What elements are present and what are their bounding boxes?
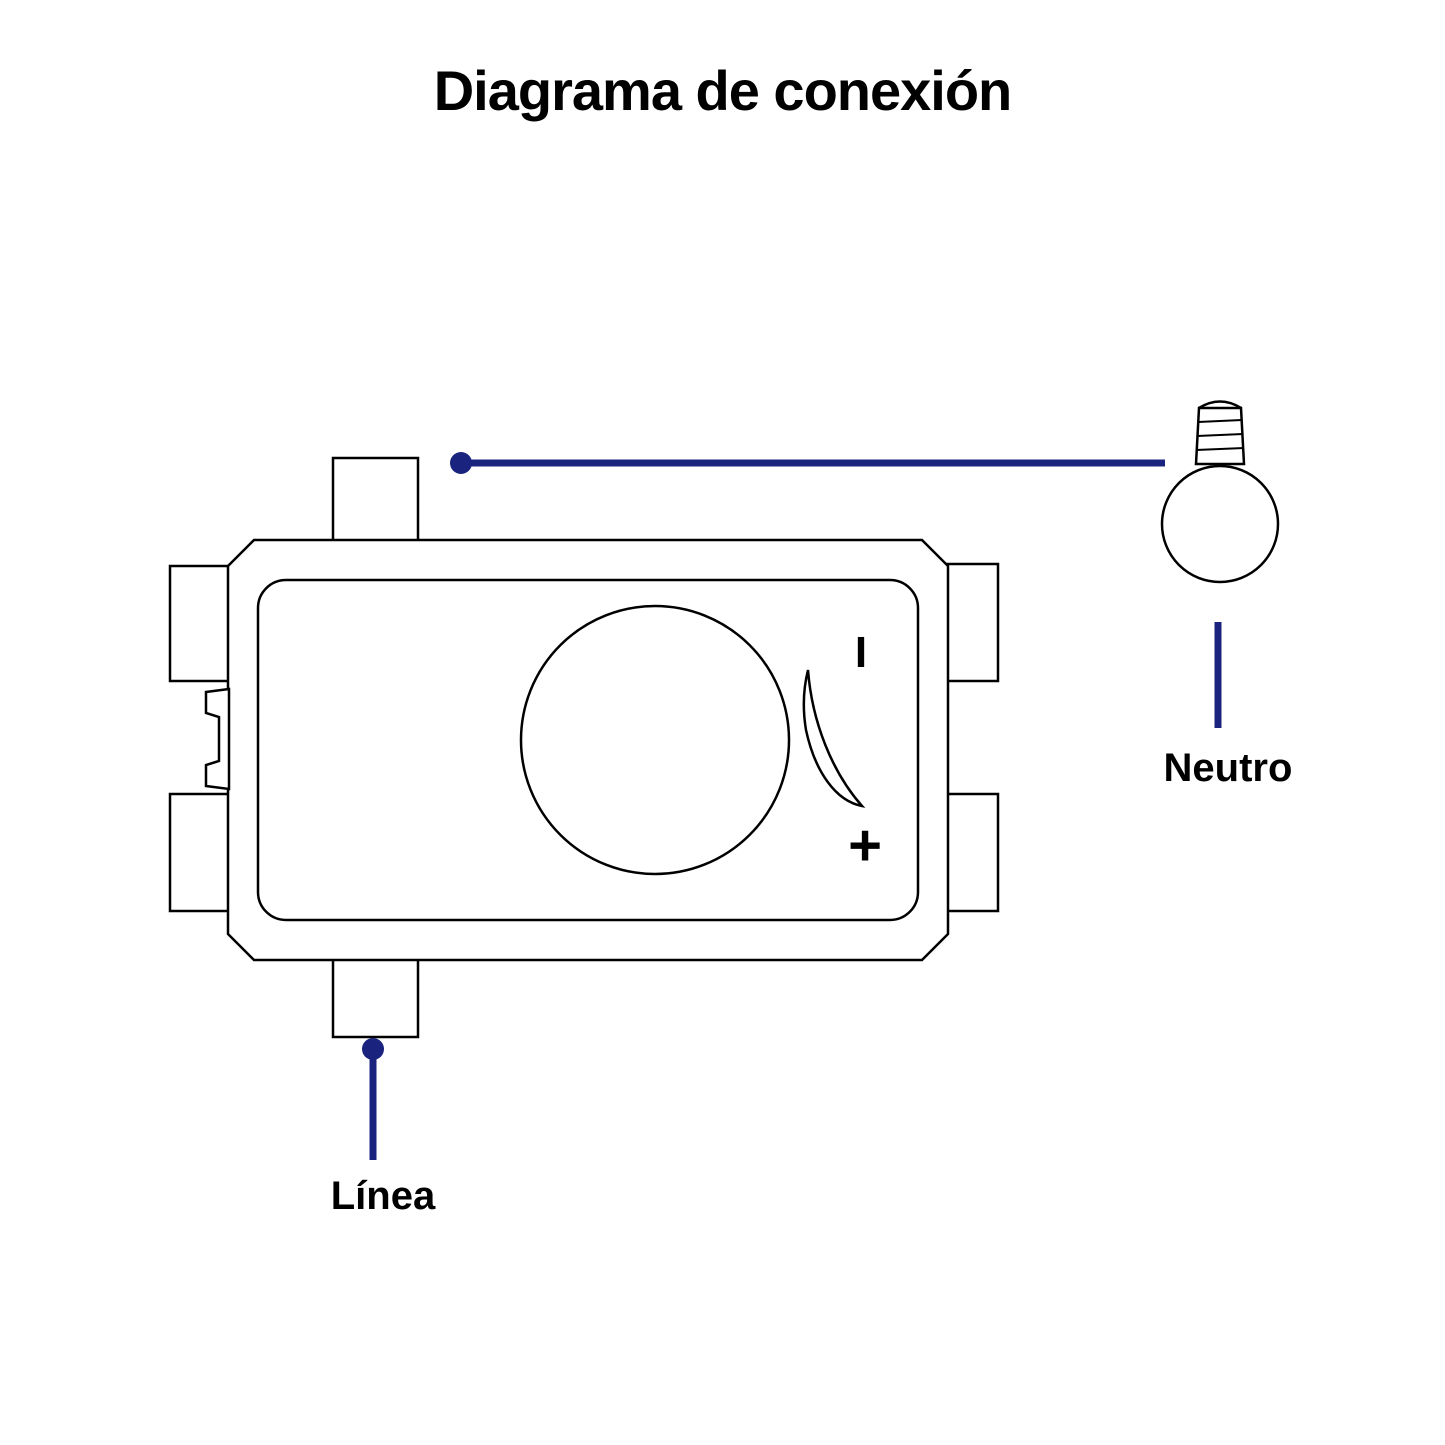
bulb-base-top	[1198, 400, 1242, 410]
bulb-thread-3	[1195, 447, 1245, 451]
dimmer-inner-panel	[256, 578, 920, 922]
dial-pointer	[802, 669, 866, 808]
diagram-title: Diagrama de conexión	[433, 59, 1013, 122]
neutral-label: Neutro	[1163, 746, 1293, 790]
dial-max-marking: +	[848, 813, 882, 878]
line-label: Línea	[330, 1174, 436, 1218]
terminal-tab-left-lower	[168, 792, 234, 913]
terminal-tab-left-upper	[168, 564, 234, 683]
left-notch	[204, 687, 231, 791]
bulb-globe	[1160, 464, 1280, 584]
bulb-thread-1	[1197, 419, 1243, 423]
wire-to-bulb-node	[450, 452, 472, 474]
terminal-tab-bottom	[331, 953, 420, 1039]
dial-min-marking: I	[854, 628, 868, 677]
dimmer-body	[226, 538, 950, 962]
dimmer-dial	[519, 604, 791, 876]
terminal-tab-right-upper	[942, 562, 1000, 683]
terminal-tab-top	[331, 456, 420, 550]
terminal-tab-right-lower	[942, 792, 1000, 913]
bulb-thread-2	[1196, 433, 1244, 437]
